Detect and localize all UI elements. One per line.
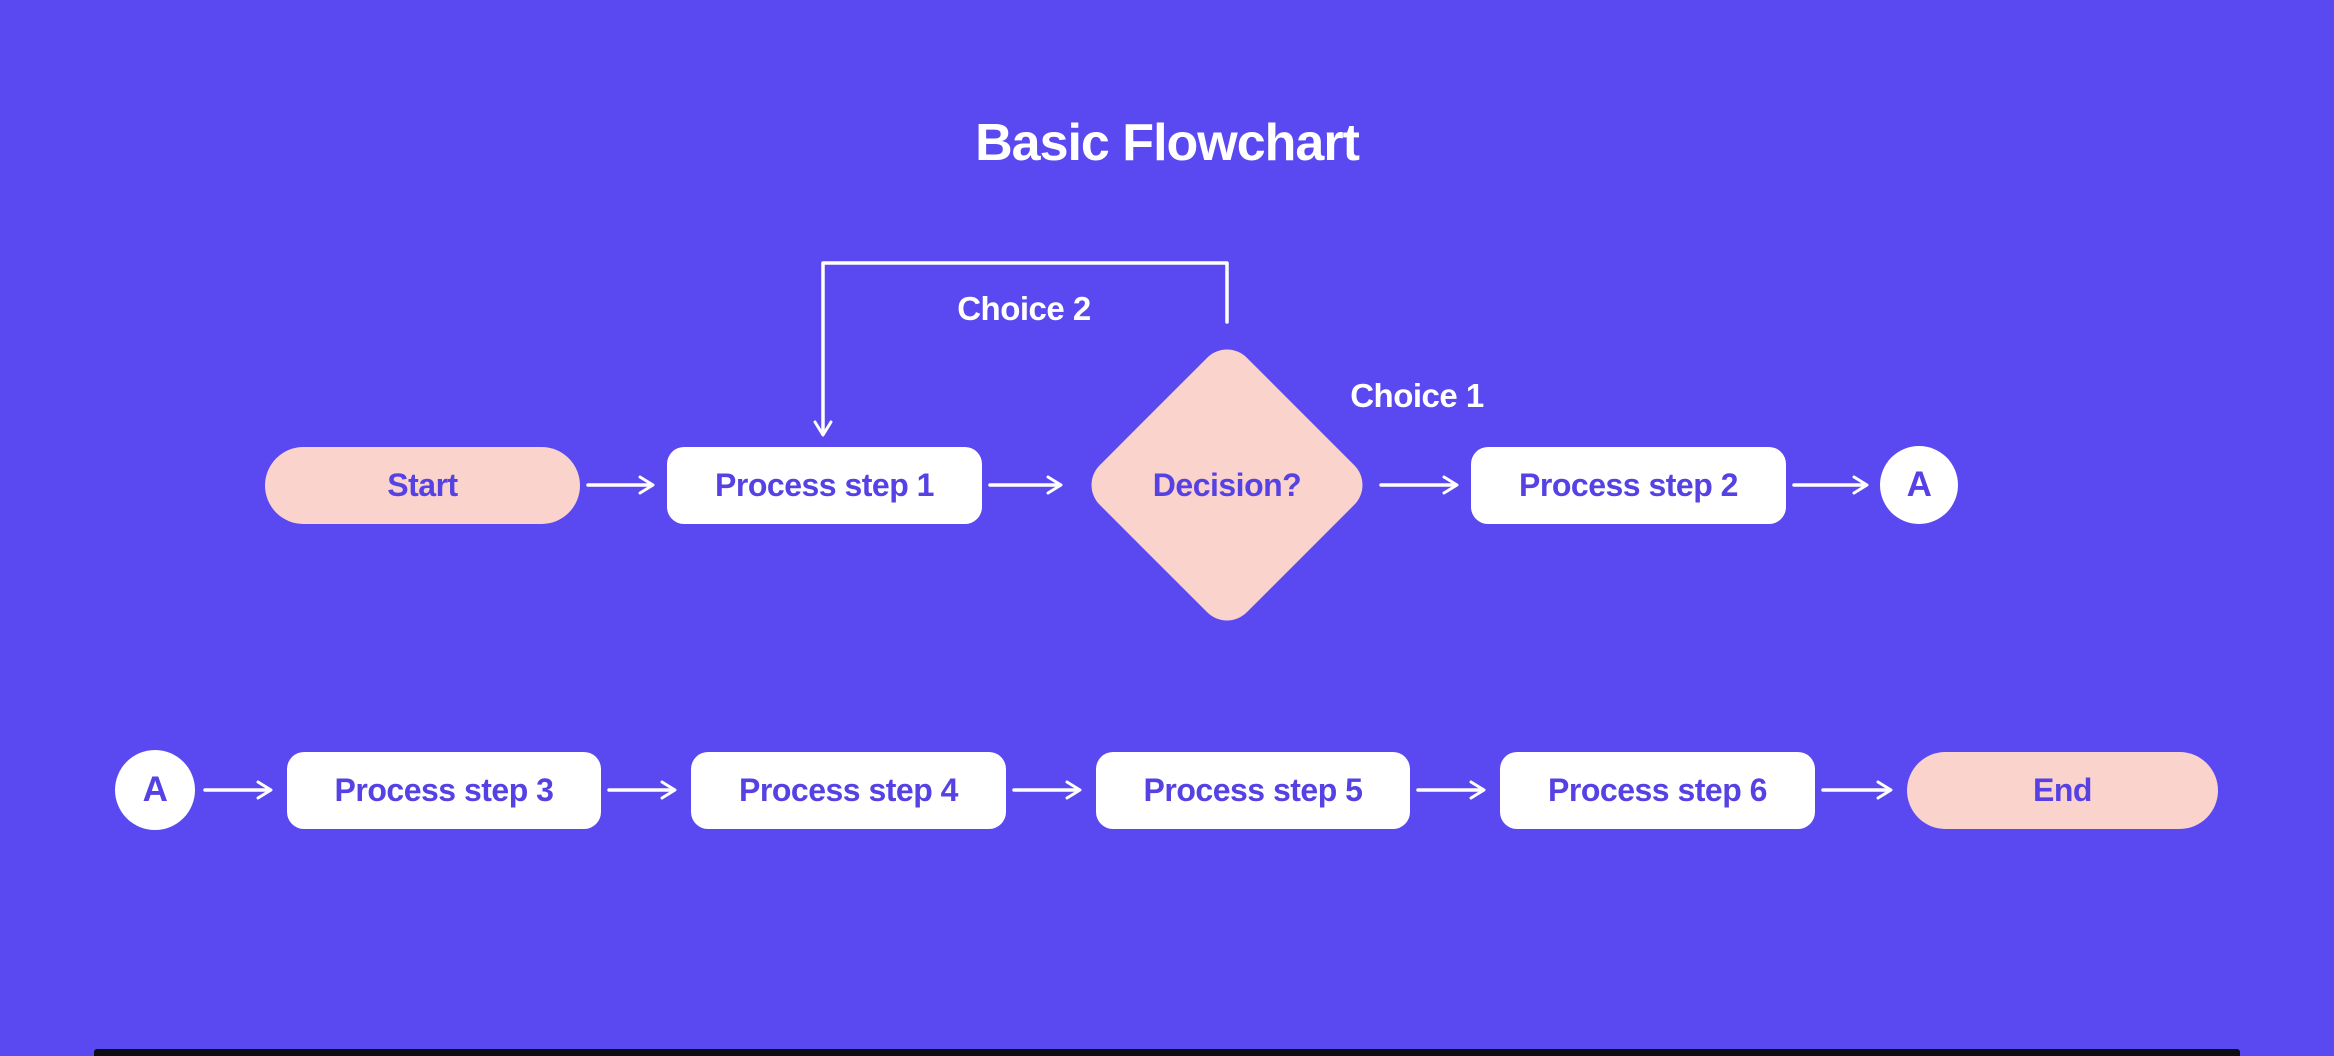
node-end-label: End (2033, 772, 2092, 808)
node-process-step-4: Process step 4 (691, 752, 1006, 829)
node-process-step-1: Process step 1 (667, 447, 982, 524)
node-decision-label-wrap: Decision? (1043, 381, 1411, 589)
connector-a-row2: A (115, 750, 195, 830)
node-process-step-1-label: Process step 1 (715, 467, 934, 503)
node-end: End (1907, 752, 2218, 829)
node-decision-label: Decision? (1152, 466, 1302, 503)
node-start: Start (265, 447, 580, 524)
node-process-step-3: Process step 3 (287, 752, 601, 829)
connector-a-row1: A (1880, 446, 1958, 524)
node-process-step-5-label: Process step 5 (1143, 772, 1363, 808)
node-decision: Decision? (1079, 337, 1375, 633)
node-process-step-5: Process step 5 (1096, 752, 1410, 829)
node-process-step-2: Process step 2 (1471, 447, 1786, 524)
node-start-label: Start (387, 467, 458, 503)
node-process-step-4-label: Process step 4 (739, 772, 958, 808)
connector-a-row2-label: A (142, 770, 168, 809)
edge-label-choice-2: Choice 2 (957, 290, 1091, 327)
node-process-step-2-label: Process step 2 (1519, 467, 1738, 503)
arrow-decision-loop-to-step1 (813, 261, 1229, 437)
edge-label-choice-1: Choice 1 (1350, 377, 1484, 414)
bottom-edge-bar (94, 1049, 2240, 1056)
page-title: Basic Flowchart (975, 114, 1360, 172)
node-process-step-3-label: Process step 3 (334, 772, 554, 808)
node-process-step-6: Process step 6 (1500, 752, 1815, 829)
node-process-step-6-label: Process step 6 (1548, 772, 1767, 808)
connector-a-row1-label: A (1906, 465, 1932, 504)
